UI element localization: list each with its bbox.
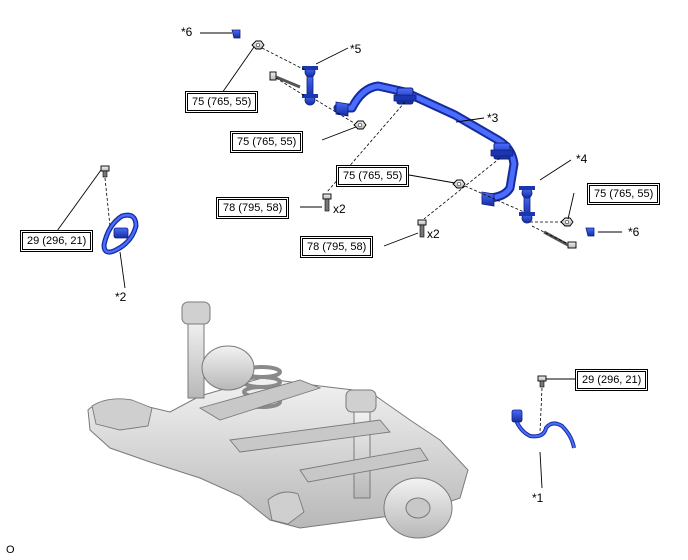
bolt-sensor-left [100,165,110,178]
cap-right [585,227,595,237]
cap-left [231,29,241,39]
callout-4: *4 [576,152,588,166]
torque-stab-link-left-bottom: 75 (765, 55) [230,131,304,153]
nut-stab-bracket-right [452,179,466,189]
rear-suspension-assembly [87,301,469,539]
figure-code: O [6,544,15,556]
stabilizer-link-left [302,66,318,106]
callout-2: *2 [115,290,127,304]
stabilizer-bracket-right [490,142,514,160]
stabilizer-bar [333,81,519,207]
quantity-right: x2 [427,227,440,241]
quantity-left: x2 [333,202,346,216]
torque-stab-link-right: 75 (765, 55) [587,183,661,205]
callout-3: *3 [487,111,499,125]
bolt-sensor-right [537,375,547,388]
callout-6-left: *6 [181,25,193,39]
callout-6-right: *6 [628,225,640,239]
torque-bracket-bolt-right: 78 (795, 58) [300,236,374,258]
speed-sensor-right [511,409,576,449]
nut-stab-link-left-bottom [353,120,367,130]
bolt-link-left [269,71,301,89]
bolt-bracket-left [322,193,332,212]
torque-stab-bracket-right: 75 (765, 55) [336,165,410,187]
callout-5: *5 [350,42,362,56]
callout-1: *1 [532,491,544,505]
nut-stab-link-left-top [251,40,265,50]
torque-sensor-left: 29 (296, 21) [20,230,94,252]
bolt-bracket-right [417,219,427,238]
nut-stab-link-right [560,217,574,227]
torque-bracket-bolt-left: 78 (795, 58) [216,197,290,219]
torque-stab-link-left-top: 75 (765, 55) [185,91,259,113]
torque-sensor-right: 29 (296, 21) [575,369,649,391]
stabilizer-bracket-left [393,87,417,105]
speed-sensor-left [101,212,139,255]
stabilizer-link-right [519,186,535,224]
